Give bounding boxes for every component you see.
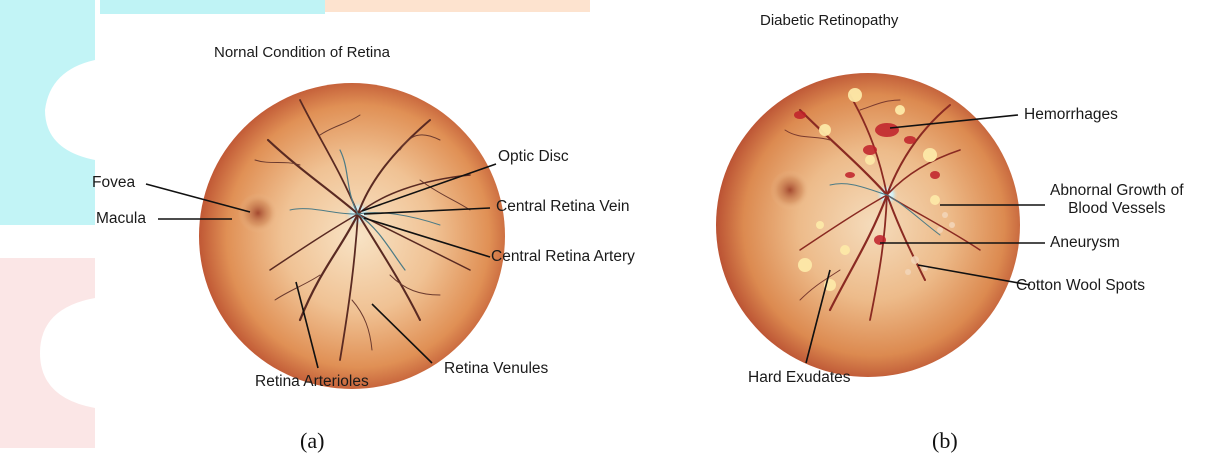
label-central-retina-vein: Central Retina Vein xyxy=(496,198,630,216)
label-fovea: Fovea xyxy=(92,174,135,192)
label-abnormal-growth: Abnornal Growth of Blood Vessels xyxy=(1050,182,1184,218)
label-abnormal-growth-line2: Blood Vessels xyxy=(1050,200,1184,218)
retina-diabetic xyxy=(716,73,1020,377)
retina-normal xyxy=(199,83,505,389)
label-optic-disc: Optic Disc xyxy=(498,148,569,166)
label-macula: Macula xyxy=(96,210,146,228)
fovea-spot-b xyxy=(770,170,810,210)
fovea-spot xyxy=(238,193,278,233)
label-hemorrhages: Hemorrhages xyxy=(1024,106,1118,124)
panel-b-title: Diabetic Retinopathy xyxy=(760,12,898,29)
label-hard-exudates: Hard Exudates xyxy=(748,369,851,387)
label-abnormal-growth-line1: Abnornal Growth of xyxy=(1050,182,1184,200)
panel-b-caption: (b) xyxy=(932,428,958,454)
label-retina-venules: Retina Venules xyxy=(444,360,548,378)
panel-a-caption: (a) xyxy=(300,428,324,454)
label-aneurysm: Aneurysm xyxy=(1050,234,1120,252)
label-retina-arterioles: Retina Arterioles xyxy=(255,373,369,391)
panel-a-title: Nornal Condition of Retina xyxy=(214,44,390,61)
label-cotton-wool-spots: Cotton Wool Spots xyxy=(1016,277,1145,295)
label-central-retina-artery: Central Retina Artery xyxy=(491,248,635,266)
